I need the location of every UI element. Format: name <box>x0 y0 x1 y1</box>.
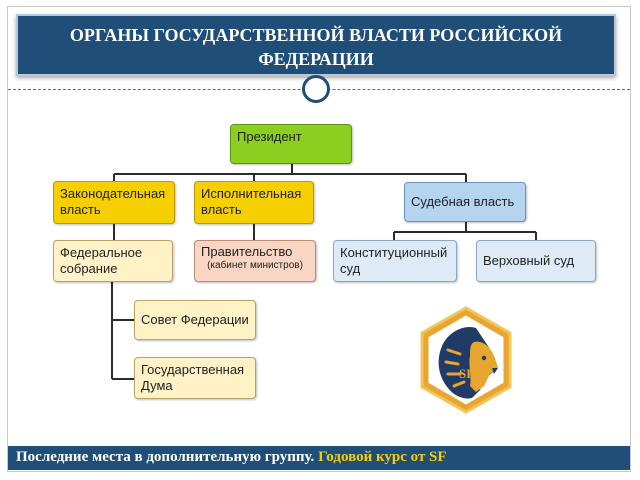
node-president: Президент <box>230 124 352 164</box>
node-government-note: (кабинет министров) <box>207 260 303 271</box>
title-line-2: ФЕДЕРАЦИИ <box>258 49 374 69</box>
node-executive: Исполнительная власть <box>194 181 314 224</box>
ring-ornament <box>302 75 330 103</box>
node-state-duma-label: Государственная Дума <box>141 362 245 393</box>
node-constitutional-court: Конституционный суд <box>333 240 457 282</box>
node-supreme-court-label: Верховный суд <box>483 253 575 268</box>
node-federation-council: Совет Федерации <box>134 300 256 340</box>
node-legislative: Законодательная власть <box>53 181 175 224</box>
node-president-label: Президент <box>237 129 302 144</box>
slide-frame <box>7 6 631 472</box>
node-executive-label: Исполнительная власть <box>201 186 302 217</box>
node-state-duma: Государственная Дума <box>134 357 256 399</box>
lion-head-icon <box>438 326 498 399</box>
footer-white-text: Последние места в дополнительную группу. <box>16 449 315 465</box>
node-constitutional-court-label: Конституционный суд <box>340 245 448 276</box>
node-federal-assembly: Федеральное собрание <box>53 240 173 282</box>
node-judicial-label: Судебная власть <box>411 194 515 209</box>
footer-yellow-text: Годовой курс от SF <box>318 449 447 465</box>
node-supreme-court: Верховный суд <box>476 240 596 282</box>
node-judicial: Судебная власть <box>404 182 526 222</box>
sf-logo: SF <box>420 306 512 414</box>
sf-logo-text: SF <box>459 366 474 381</box>
footer-banner: Последние места в дополнительную группу.… <box>8 446 630 470</box>
node-government: Правительство (кабинет министров) <box>194 240 316 282</box>
node-legislative-label: Законодательная власть <box>60 186 166 217</box>
node-federal-assembly-label: Федеральное собрание <box>60 245 143 276</box>
node-federation-council-label: Совет Федерации <box>141 312 249 327</box>
title-line-1: ОРГАНЫ ГОСУДАРСТВЕННОЙ ВЛАСТИ РОССИЙСКОЙ <box>69 25 563 45</box>
node-government-label: Правительство <box>201 244 293 259</box>
